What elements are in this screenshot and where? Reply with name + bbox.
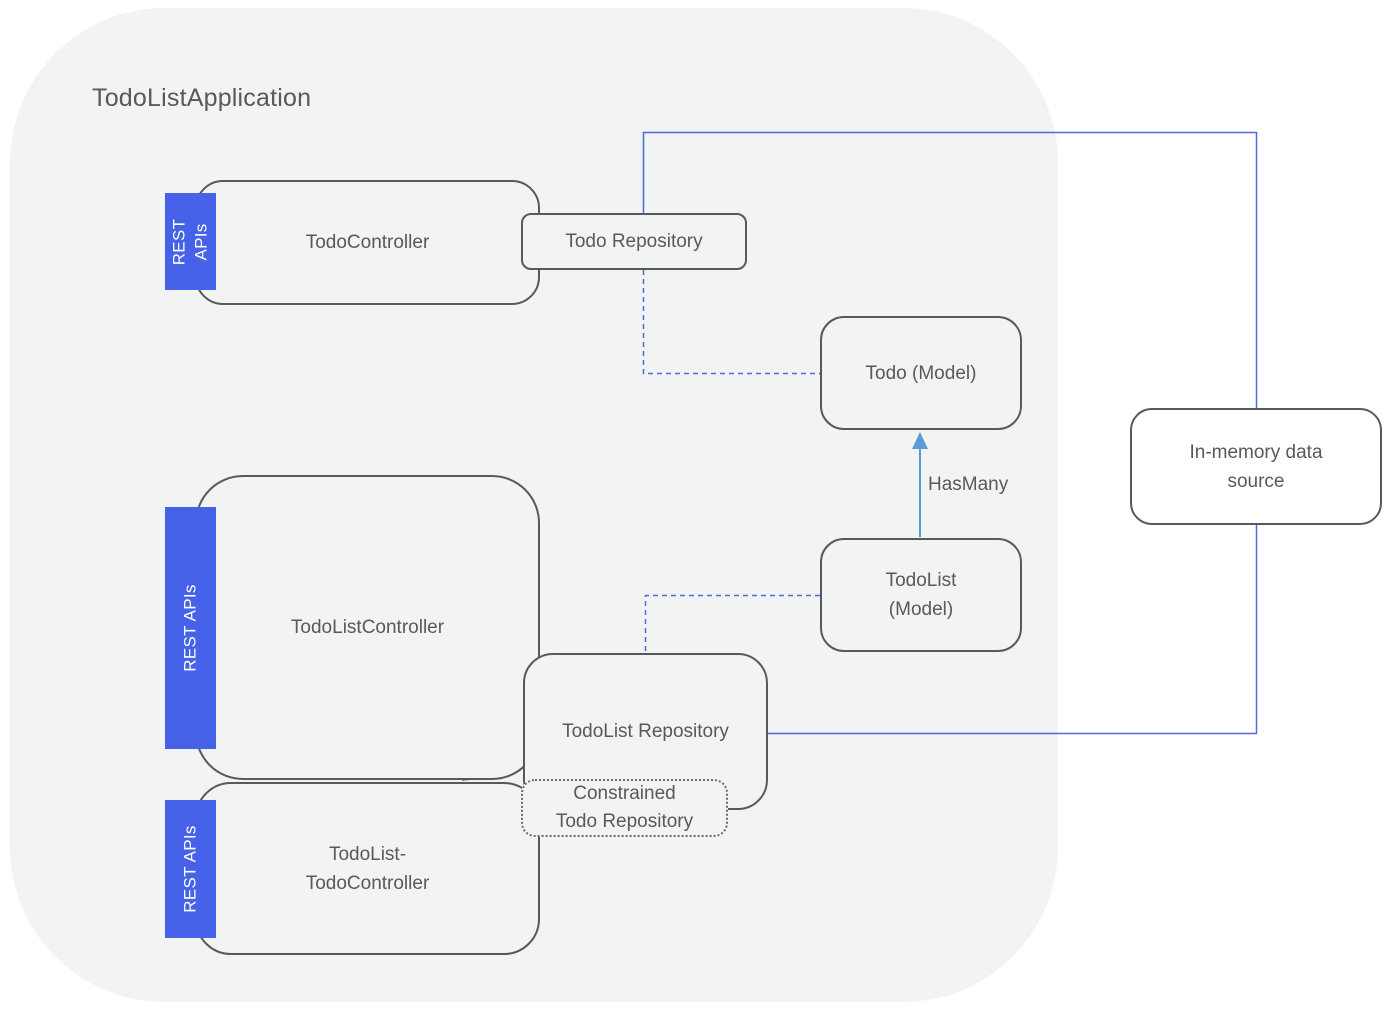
connector-repositories-to-datasource — [642, 131, 1258, 735]
todolist-repository-label: TodoList Repository — [562, 721, 729, 742]
rest-apis-tab-label: REST APIs — [180, 584, 200, 672]
in-memory-datasource-box: In-memory data source — [1130, 408, 1382, 525]
rest-apis-tab-label: REST APIs — [180, 825, 200, 913]
todolist-model-box: TodoList (Model) — [820, 538, 1022, 652]
diagram-title: TodoListApplication — [92, 84, 312, 112]
todo-controller-box: TodoController — [195, 180, 540, 305]
todo-repository-box: Todo Repository — [521, 213, 747, 270]
rest-apis-tab-todo-controller: REST APIs — [165, 193, 216, 290]
todolist-controller-box: TodoListController — [195, 475, 540, 780]
constrained-todo-repository-box: Constrained Todo Repository — [521, 779, 728, 837]
in-memory-datasource-label: In-memory data source — [1189, 441, 1323, 492]
todo-repository-label: Todo Repository — [565, 231, 703, 252]
hasmany-arrow-head — [912, 432, 928, 449]
rest-apis-tab-todolist-controller: REST APIs — [165, 507, 216, 749]
todolist-todo-controller-box: TodoList- TodoController — [195, 782, 540, 955]
todo-model-box: Todo (Model) — [820, 316, 1022, 430]
todo-model-label: Todo (Model) — [865, 362, 977, 384]
connector-todorepo-to-todomodel — [642, 270, 820, 375]
todolist-todo-controller-label: TodoList- TodoController — [305, 843, 430, 894]
todo-controller-label: TodoController — [305, 232, 430, 253]
hasmany-relation-label: HasMany — [928, 474, 1009, 495]
connector-todolistmodel-to-todolistrepo — [644, 594, 820, 653]
rest-apis-tab-label: REST APIs — [169, 218, 211, 265]
todolist-controller-label: TodoListController — [290, 617, 445, 638]
constrained-todo-repository-label: Constrained Todo Repository — [555, 783, 694, 832]
todolist-model-label: TodoList (Model) — [885, 570, 957, 620]
rest-apis-tab-todolist-todo-controller: REST APIs — [165, 800, 216, 938]
